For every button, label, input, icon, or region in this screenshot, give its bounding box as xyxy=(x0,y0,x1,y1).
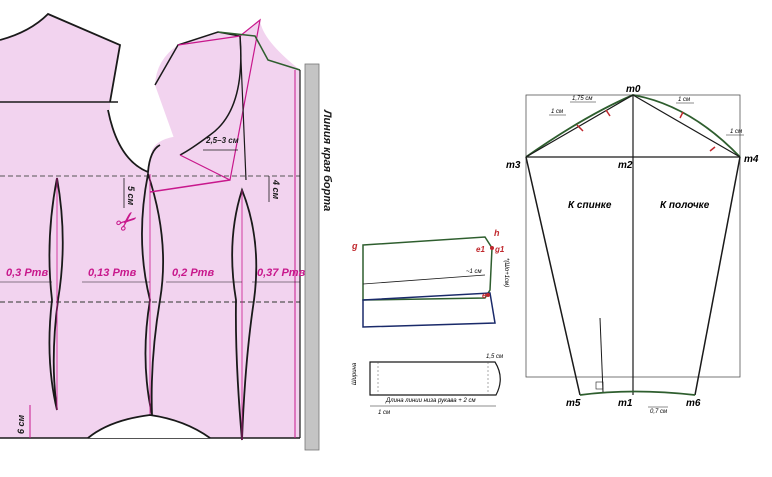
point-m0: m0 xyxy=(626,84,641,95)
dim-0-7: 0,7 см xyxy=(650,409,667,415)
dart-label-1: 0,3 Ртв xyxy=(6,267,48,279)
bodice-pattern: Линия края борта ✂ 2,5–3 см 5 см 4 см 6 … xyxy=(0,12,333,451)
dim-6: 6 см xyxy=(16,414,26,434)
lapel-edge xyxy=(239,35,247,181)
back-neckline xyxy=(0,12,122,103)
dart-labels: 0,3 Ртв 0,13 Ртв 0,2 Ртв 0,37 Ртв xyxy=(0,267,306,283)
dart-label-2: 0,13 Ртв xyxy=(88,267,137,279)
hem-strip-corner: 1,5 см xyxy=(486,354,503,360)
hem-strip: Ширина Длина линии низа рукава + 2 см 1 … xyxy=(352,354,503,416)
sleeve-slit xyxy=(599,317,604,393)
dart-label-3: 0,2 Ртв xyxy=(172,267,214,279)
dim-4: 4 см xyxy=(271,179,281,200)
point-e1: e1 xyxy=(476,245,485,254)
point-e: e xyxy=(482,291,487,300)
sleeve-pattern: m0 m2 m3 m4 m5 m1 m6 1,75 см 1 см 1 см 1… xyxy=(506,84,759,415)
sleeve-ticks xyxy=(576,109,716,152)
lapel-green xyxy=(217,31,301,71)
label-back: К спинке xyxy=(568,200,612,211)
point-m4: m4 xyxy=(744,154,759,165)
sleeve-underseam-front xyxy=(694,156,741,396)
point-m2: m2 xyxy=(618,160,633,171)
dim-1c: 1 см xyxy=(730,129,742,135)
point-g: g xyxy=(351,241,358,251)
sleeve-hem xyxy=(579,390,696,396)
hem-strip-outline xyxy=(369,361,501,396)
hem-strip-side: Ширина xyxy=(352,362,358,385)
dim-2-5-3: 2,5–3 см xyxy=(205,136,239,145)
point-m1: m1 xyxy=(618,398,633,409)
sleeve-underseam-back xyxy=(525,156,581,396)
right-angle-mark xyxy=(595,381,604,390)
cuff-dim-2: *(Шо+1см) xyxy=(503,258,509,287)
point-h: h xyxy=(494,228,500,238)
cuff-dim-1: ~1 см xyxy=(466,269,482,275)
dim-5: 5 см xyxy=(126,186,136,206)
dim-1-75: 1,75 см xyxy=(572,96,592,102)
point-m6: m6 xyxy=(686,398,701,409)
sleeve-cap-chords xyxy=(525,94,741,158)
hem-curve xyxy=(87,414,211,439)
cut-line xyxy=(149,179,231,193)
point-m3: m3 xyxy=(506,160,521,171)
lapel xyxy=(177,18,261,181)
dim-1a: 1 см xyxy=(551,109,563,115)
dart-label-4: 0,37 Ртв xyxy=(257,267,306,279)
dim-1b: 1 см xyxy=(678,97,690,103)
cuff-pattern: g h e1 g1 e ~1 см *(Шо+1см) xyxy=(351,228,509,328)
point-g1: g1 xyxy=(494,245,505,254)
point-m5: m5 xyxy=(566,398,581,409)
border-strip xyxy=(304,63,320,451)
hem-strip-small: 1 см xyxy=(378,410,390,416)
cuff-bottom xyxy=(362,292,496,328)
point-dot-g1 xyxy=(490,246,494,250)
label-front: К полочке xyxy=(660,200,710,211)
hem-strip-long: Длина линии низа рукава + 2 см xyxy=(385,398,476,404)
point-dot-e xyxy=(486,293,490,297)
border-label: Линия края борта xyxy=(321,109,333,211)
cuff-mid xyxy=(362,274,486,285)
